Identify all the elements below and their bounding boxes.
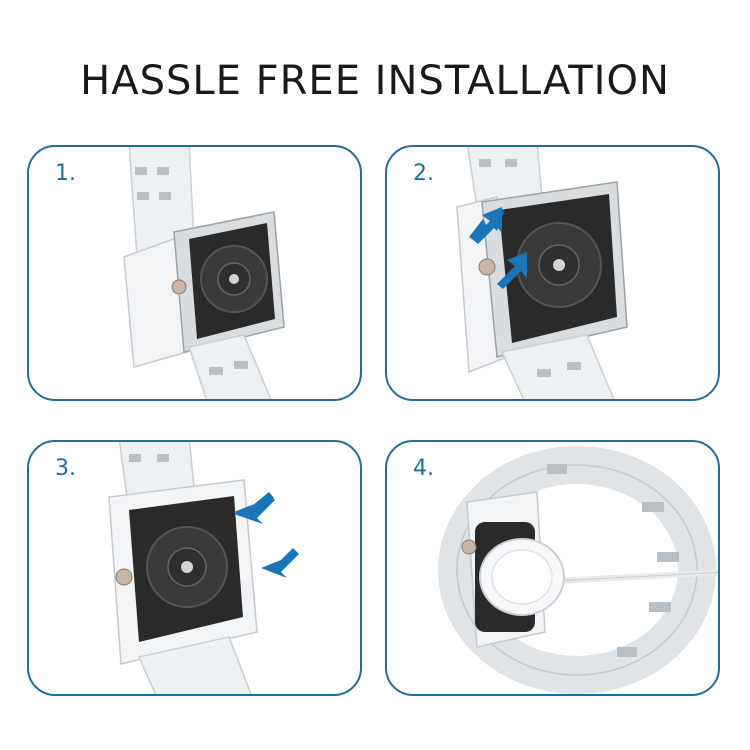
step-number: 2. [413,161,434,186]
arrow-icon [469,207,505,244]
watch-press-case-illustration [108,442,299,694]
page-title: HASSLE FREE INSTALLATION [80,58,670,104]
step-panel-3: 3. [27,440,362,696]
step-number: 3. [55,456,76,481]
watch-insert-illustration [456,147,628,399]
step-panel-2: 2. [385,145,720,401]
watch-on-charger-illustration [438,446,718,694]
step-panel-1: 1. [27,145,362,401]
step-panel-4: 4. [385,440,720,696]
arrow-icon [234,492,275,524]
step-number: 1. [55,161,76,186]
watch-with-case-illustration [123,147,285,399]
arrow-icon [497,252,527,289]
step-number: 4. [413,456,434,481]
arrow-icon [261,548,299,578]
